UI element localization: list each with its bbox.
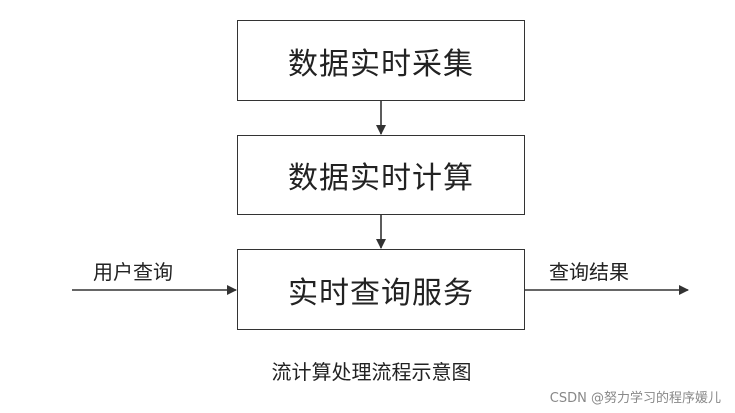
diagram-caption: 流计算处理流程示意图 xyxy=(271,360,472,384)
edge-label-user-query: 用户查询 xyxy=(93,260,173,284)
watermark: CSDN @努力学习的程序媛儿 xyxy=(549,391,721,406)
node-data-computation: 数据实时计算 xyxy=(237,135,525,215)
node-query-service-label: 实时查询服务 xyxy=(288,275,474,311)
node-query-service: 实时查询服务 xyxy=(237,249,525,330)
node-data-collection-label: 数据实时采集 xyxy=(288,46,474,82)
node-data-computation-label: 数据实时计算 xyxy=(288,161,474,196)
edge-label-query-result: 查询结果 xyxy=(549,260,629,284)
node-data-collection: 数据实时采集 xyxy=(237,20,525,101)
